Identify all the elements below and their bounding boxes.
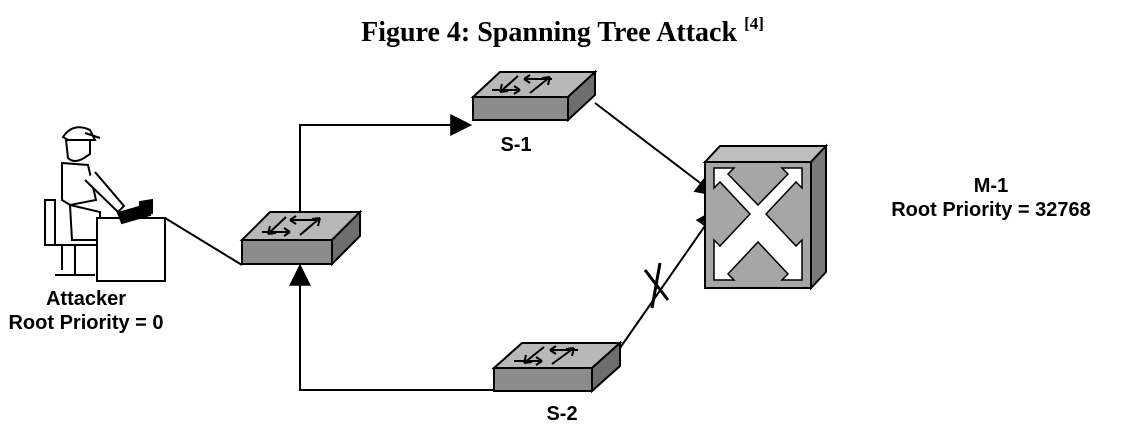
links [164, 102, 718, 391]
attacker-workstation-icon [44, 126, 166, 282]
figure-title-reference: [4] [744, 14, 764, 33]
figure-title: Figure 4: Spanning Tree Attack [4] [0, 14, 1125, 49]
s1-switch-icon [470, 69, 598, 123]
attacker-name-label: Attacker [45, 288, 127, 310]
s2-label: S-2 [546, 403, 578, 425]
m1-priority-label: Root Priority = 32768 [891, 199, 1091, 221]
attacker-switch-icon [239, 209, 363, 267]
link-attacker-to-switch [164, 217, 243, 266]
m1-switch-icon [702, 143, 829, 291]
link-switch-to-s1 [299, 114, 473, 238]
attacker-priority-label: Root Priority = 0 [8, 312, 164, 334]
figure-title-text: Figure 4: Spanning Tree Attack [361, 17, 738, 48]
blocked-port-marker [643, 262, 670, 309]
link-s2-to-m1 [619, 208, 718, 349]
s1-label: S-1 [500, 134, 532, 156]
link-s2-to-switch [289, 263, 494, 391]
s2-switch-icon [491, 340, 623, 394]
m1-name-label: M-1 [973, 175, 1009, 197]
link-s1-to-m1 [594, 102, 718, 197]
